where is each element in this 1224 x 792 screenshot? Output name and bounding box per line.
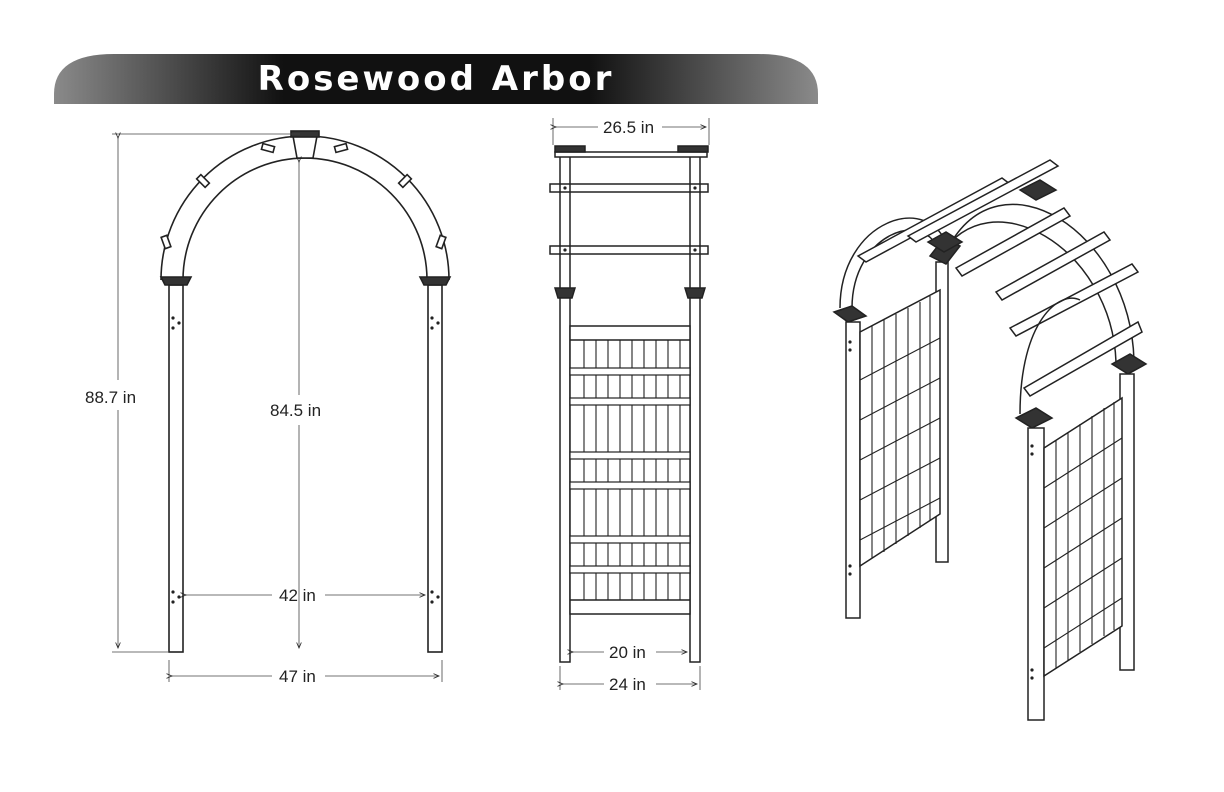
persp-right-post — [1027, 427, 1045, 721]
front-view — [159, 130, 452, 653]
side-dimensions — [553, 118, 710, 690]
dim-side-outer-width: 24 in — [609, 675, 646, 694]
dim-inner-width: 42 in — [279, 586, 316, 605]
dim-side-inner-width: 20 in — [609, 643, 646, 662]
title-banner — [54, 54, 818, 104]
persp-right-lattice-lines — [1043, 402, 1123, 668]
side-right-post — [689, 297, 701, 663]
side-lattice-verticals — [583, 340, 681, 600]
front-post-bolts — [171, 316, 440, 604]
perspective-view — [832, 159, 1148, 721]
persp-bolts — [848, 340, 1034, 680]
side-bolts — [563, 186, 697, 252]
persp-right-lattice — [1043, 396, 1123, 678]
side-slat-1 — [549, 183, 709, 193]
front-left-post — [168, 284, 184, 653]
front-right-post — [427, 284, 443, 653]
dim-inner-height: 84.5 in — [270, 401, 321, 420]
side-lattice-horizontals — [569, 367, 691, 574]
dim-overall-height: 88.7 in — [85, 388, 136, 407]
front-keystone — [292, 135, 318, 159]
side-left-post — [559, 297, 571, 663]
page-title: Rosewood Arbor — [257, 59, 615, 99]
front-dimensions — [112, 134, 443, 682]
dim-top-width: 26.5 in — [603, 118, 654, 137]
persp-left-post — [845, 321, 861, 619]
front-arch-slats — [160, 142, 447, 250]
side-slat-2 — [549, 245, 709, 255]
front-arch-inner — [182, 157, 428, 281]
dim-outer-width: 47 in — [279, 667, 316, 686]
persp-left-lattice-lines — [859, 296, 941, 558]
